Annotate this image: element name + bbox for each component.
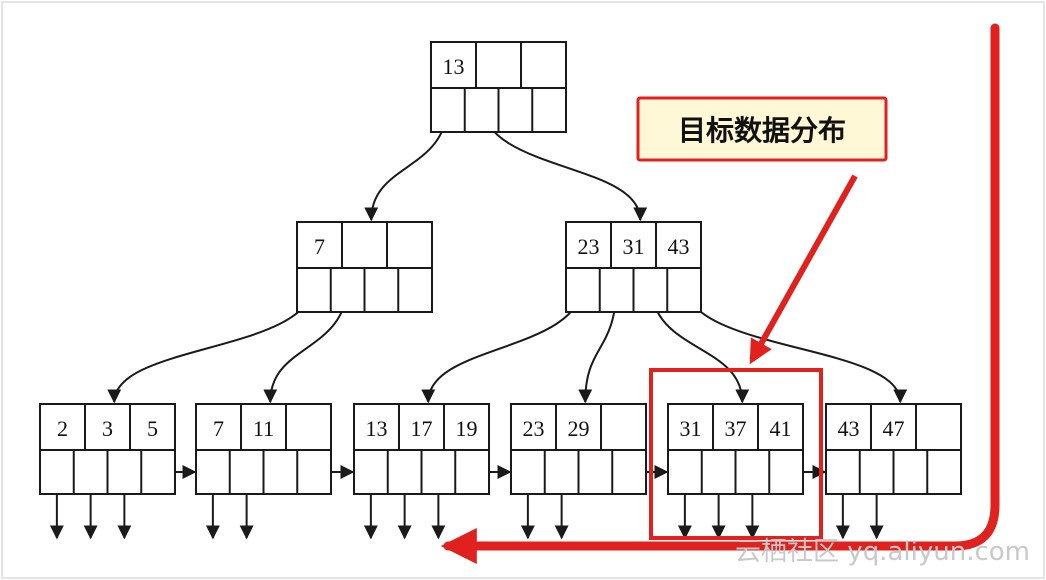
node-key: 13	[443, 54, 465, 79]
node-key: 23	[523, 416, 545, 441]
node-key: 3	[102, 416, 113, 441]
btree-node-leaf-3: 13 17 19	[353, 403, 490, 495]
node-key: 31	[623, 234, 645, 259]
btree-node-inner-right: 23 31 43	[565, 221, 702, 313]
highlight-box	[649, 368, 823, 540]
btree-node-leaf-2: 7 11	[195, 403, 332, 495]
node-key: 13	[366, 416, 388, 441]
callout-box	[636, 96, 888, 162]
node-key: 2	[57, 416, 68, 441]
node-key: 37	[725, 416, 747, 441]
btree-node-leaf-5: 31 37 41	[667, 403, 804, 495]
node-key: 43	[838, 416, 860, 441]
node-key: 43	[668, 234, 690, 259]
node-key: 5	[147, 416, 158, 441]
scan-direction-arrow	[440, 23, 1000, 564]
node-key: 19	[456, 416, 478, 441]
node-key: 7	[314, 234, 325, 259]
node-key: 17	[411, 416, 433, 441]
node-key: 11	[253, 416, 274, 441]
node-key: 31	[680, 416, 702, 441]
btree-node-root: 13	[430, 41, 567, 133]
node-key: 41	[770, 416, 792, 441]
btree-node-leaf-6: 43 47	[825, 403, 962, 495]
tree-edge	[421, 281, 584, 404]
node-key: 7	[213, 416, 224, 441]
callout-label: 目标数据分布	[678, 114, 846, 147]
callout-arrow	[749, 174, 858, 365]
callout: 目标数据分布	[636, 96, 888, 365]
btree-node-leaf-4: 23 29	[510, 403, 647, 495]
node-key: 29	[568, 416, 590, 441]
btree-node-leaf-1: 2 3 5	[39, 403, 176, 495]
node-key: 47	[883, 416, 905, 441]
tree-edge	[683, 281, 908, 404]
btree-node-inner-left: 7	[296, 221, 433, 313]
tree-edge	[107, 281, 315, 404]
node-key: 23	[578, 234, 600, 259]
watermark-text: 云栖社区 yq.aliyun.com	[735, 537, 1030, 567]
